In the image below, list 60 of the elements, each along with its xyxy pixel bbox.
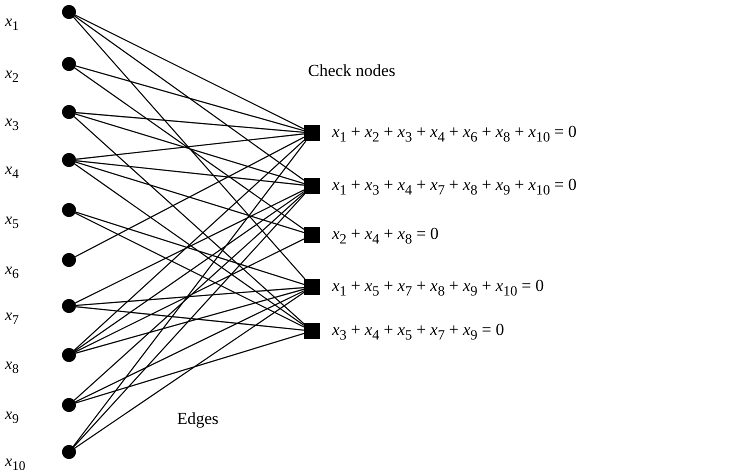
equation-label: x$_{1}$ + x$_{2}$ + x$_{3}$ + x$_{4}$ + x$_{6}$ + x$_{8}$ + x$_{10}$ = 0 — [332, 123, 577, 146]
annotation-text: Edges — [177, 410, 219, 428]
equation-label: x$_{3}$ + x$_{4}$ + x$_{5}$ + x$_{7}$ + x$_{9}$ = 0 — [332, 321, 504, 344]
edge-line — [76, 113, 304, 184]
variable-node — [62, 5, 76, 19]
edge-line — [74, 116, 304, 324]
edge-line — [74, 292, 304, 449]
edge-line — [76, 287, 304, 306]
edge-line — [73, 194, 306, 448]
edge-line — [76, 332, 304, 404]
variable-label: x$_{1}$ — [5, 13, 19, 36]
variable-label: x$_{4}$ — [5, 161, 19, 184]
edge-line — [76, 112, 304, 133]
edge-line — [74, 192, 304, 401]
edge-line — [76, 162, 304, 234]
edge-line — [76, 306, 304, 331]
equation-label: x$_{2}$ + x$_{4}$ + x$_{8}$ = 0 — [332, 225, 439, 248]
check-node — [304, 323, 320, 339]
variable-label: x$_{9}$ — [5, 406, 19, 428]
equation-label: x$_{1}$ + x$_{3}$ + x$_{4}$ + x$_{7}$ + x$_{8}$ + x$_{9}$ + x$_{10}$ = 0 — [332, 176, 577, 200]
equation-label: x$_{1}$ + x$_{5}$ + x$_{7}$ + x$_{8}$ + x$_{9}$ + x$_{10}$ = 0 — [332, 277, 544, 300]
edge-line — [76, 65, 304, 132]
variable-label: x$_{2}$ — [5, 65, 19, 88]
edge-line — [73, 16, 306, 280]
edge-line — [76, 288, 304, 354]
check-node — [304, 125, 320, 141]
variable-node — [62, 253, 76, 267]
edge-line — [72, 140, 306, 447]
variable-label: x$_{6}$ — [5, 261, 19, 284]
variable-node — [62, 153, 76, 167]
edge-line — [75, 238, 304, 352]
variable-label: x$_{10}$ — [5, 453, 26, 473]
annotation-text: Check nodes — [308, 62, 396, 80]
check-node — [304, 227, 320, 243]
edge-line — [76, 160, 304, 186]
variable-node — [62, 57, 76, 71]
edge-line — [75, 189, 304, 304]
edge-line — [74, 136, 304, 258]
variable-label: x$_{8}$ — [5, 356, 19, 378]
variable-node — [62, 348, 76, 362]
variable-label: x$_{5}$ — [5, 211, 19, 234]
edge-line — [74, 16, 304, 181]
edge-line — [74, 140, 304, 351]
variable-node — [62, 299, 76, 313]
variable-label: x$_{3}$ — [5, 113, 19, 136]
variable-node — [62, 105, 76, 119]
edge-line — [75, 212, 304, 328]
variable-node — [62, 398, 76, 412]
edge-line — [74, 191, 304, 352]
edge-line — [76, 133, 304, 160]
variable-node — [62, 203, 76, 217]
edge-line — [75, 290, 304, 402]
edge-line — [74, 68, 304, 230]
edge-line — [76, 212, 304, 286]
check-node — [304, 279, 320, 295]
variable-node — [62, 445, 76, 459]
variable-label: x$_{7}$ — [5, 307, 19, 330]
check-node — [304, 178, 320, 194]
edge-line — [75, 14, 304, 130]
edge-line — [74, 164, 304, 326]
